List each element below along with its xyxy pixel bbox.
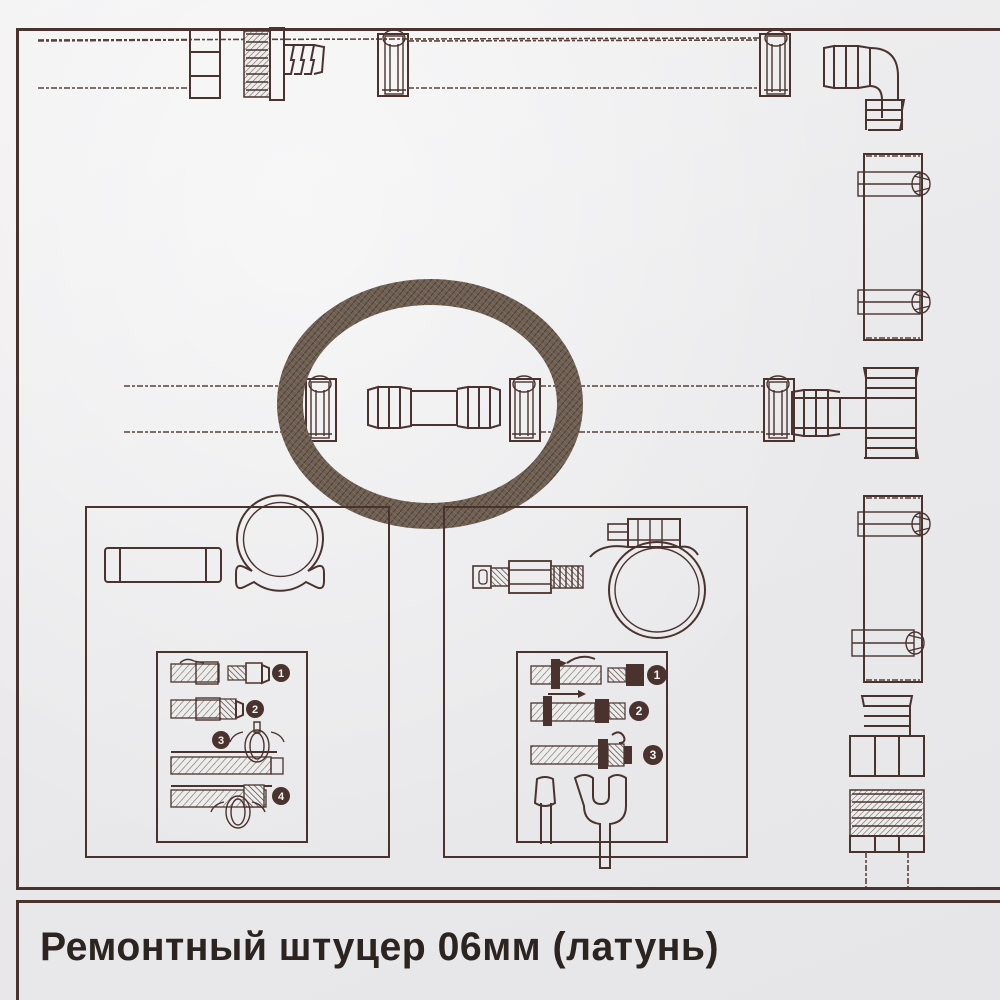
product-title: Ремонтный штуцер 06мм (латунь) (40, 925, 720, 969)
title-frame (16, 900, 1000, 1000)
worm-clamp-panel (443, 506, 748, 858)
ear-clamp-panel (85, 506, 390, 858)
main-diagram-frame (16, 28, 1000, 890)
